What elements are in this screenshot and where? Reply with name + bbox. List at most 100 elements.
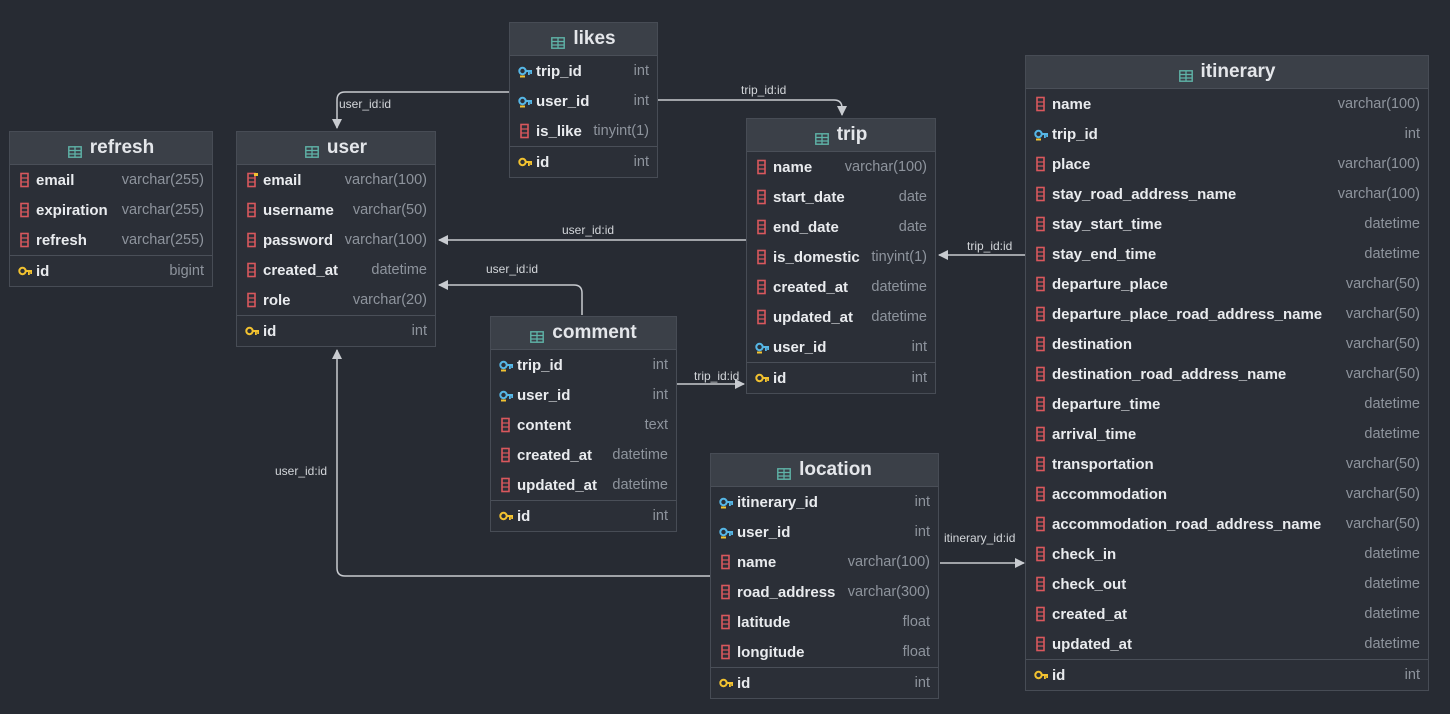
- edge-label-trip-user: user_id:id: [562, 223, 615, 237]
- table-title: user: [326, 137, 368, 158]
- column-type: varchar(20): [352, 292, 427, 308]
- column-name: id: [737, 674, 751, 692]
- table-header[interactable]: comment: [491, 317, 676, 350]
- table-header[interactable]: user: [237, 132, 435, 165]
- column-type: varchar(100): [1337, 186, 1420, 202]
- primary-key-icon: [18, 263, 32, 279]
- column-icon: [1034, 426, 1048, 442]
- column-row[interactable]: id int: [711, 667, 938, 698]
- column-name: content: [517, 416, 572, 434]
- foreign-key-icon: [755, 339, 769, 355]
- column-type: varchar(50): [1345, 516, 1420, 532]
- column-type: varchar(50): [1345, 456, 1420, 472]
- column-name: check_out: [1052, 575, 1127, 593]
- column-name: latitude: [737, 613, 791, 631]
- column-type: datetime: [871, 309, 927, 325]
- table-header[interactable]: refresh: [10, 132, 212, 165]
- primary-key-icon: [1034, 667, 1048, 683]
- column-name: itinerary_id: [737, 493, 818, 511]
- table-title: refresh: [89, 137, 155, 158]
- column-name: stay_end_time: [1052, 245, 1157, 263]
- table-header[interactable]: likes: [510, 23, 657, 56]
- column-name: id: [517, 507, 531, 525]
- primary-key-icon: [755, 370, 769, 386]
- column-name: destination: [1052, 335, 1133, 353]
- column-type: int: [911, 339, 927, 355]
- column-type: datetime: [1364, 546, 1420, 562]
- column-icon: [719, 554, 733, 570]
- column-name: expiration: [36, 201, 108, 219]
- table-header[interactable]: location: [711, 454, 938, 487]
- column-type: int: [914, 675, 930, 691]
- column-icon: [719, 644, 733, 660]
- column-type: datetime: [1364, 606, 1420, 622]
- column-name: updated_at: [517, 476, 598, 494]
- table-header[interactable]: itinerary: [1026, 56, 1428, 89]
- column-type: varchar(255): [121, 172, 204, 188]
- table-header[interactable]: trip: [747, 119, 935, 152]
- column-name: name: [737, 553, 777, 571]
